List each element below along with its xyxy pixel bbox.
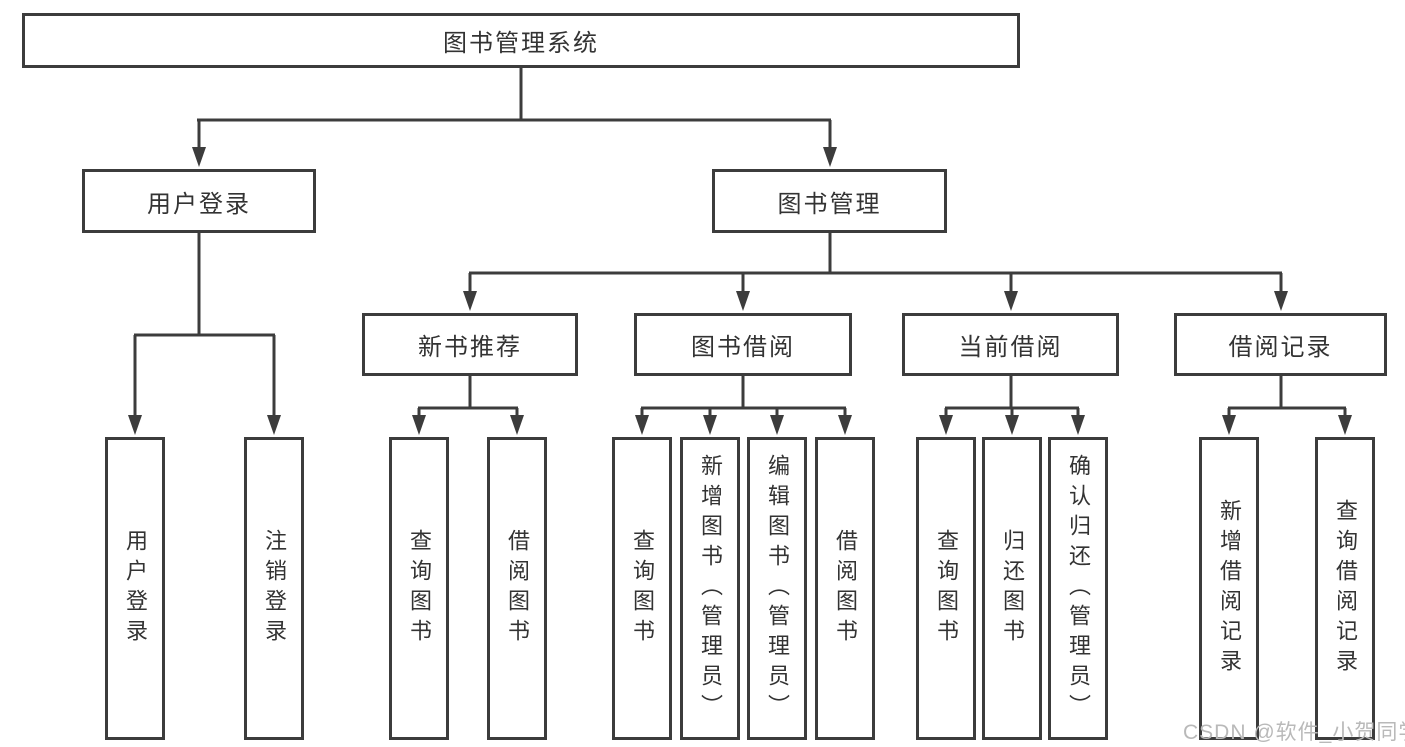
leaf-logout: 注销登录	[244, 437, 304, 740]
node-book-management: 图书管理	[712, 169, 947, 233]
connector-book-borrow-children	[635, 376, 852, 435]
node-label: 图书借阅	[691, 334, 795, 361]
leaf-recommend-query-book: 查询图书	[389, 437, 449, 740]
node-book-borrow: 图书借阅	[634, 313, 852, 376]
leaf-add-borrow-record: 新增借阅记录	[1199, 437, 1259, 740]
node-label: 确认归还（管理员）	[1066, 453, 1091, 724]
node-label: 查询图书	[407, 528, 432, 649]
connector-new-book-rec-children	[412, 376, 524, 435]
connector-current-borrow-children	[939, 376, 1085, 435]
leaf-edit-book-admin: 编辑图书（管理员）	[747, 437, 807, 740]
node-new-book-recommend: 新书推荐	[362, 313, 578, 376]
connector-book-mgmt-children	[463, 233, 1288, 311]
leaf-return-book: 归还图书	[982, 437, 1042, 740]
leaf-query-borrow-record: 查询借阅记录	[1315, 437, 1375, 740]
leaf-user-login: 用户登录	[105, 437, 165, 740]
node-label: 图书管理	[777, 190, 882, 218]
node-label: 新增图书（管理员）	[698, 453, 723, 724]
leaf-recommend-borrow-book: 借阅图书	[487, 437, 547, 740]
watermark: CSDN @软件_小贺同学	[1183, 721, 1405, 744]
node-label: 用户登录	[123, 528, 148, 649]
node-borrow-record: 借阅记录	[1174, 313, 1387, 376]
node-label: 借阅图书	[833, 528, 858, 649]
node-label: 借阅记录	[1228, 334, 1333, 361]
node-label: 图书管理系统	[443, 30, 599, 57]
node-label: 查询图书	[630, 528, 655, 649]
node-label: 用户登录	[147, 190, 251, 218]
leaf-current-query-book: 查询图书	[916, 437, 976, 740]
connector-borrow-record-children	[1222, 376, 1352, 435]
connector-root-children	[192, 66, 837, 167]
node-label: 借阅图书	[505, 528, 530, 649]
node-label: 归还图书	[1000, 528, 1025, 649]
leaf-add-book-admin: 新增图书（管理员）	[680, 437, 740, 740]
node-current-borrow: 当前借阅	[902, 313, 1119, 376]
leaf-confirm-return-admin: 确认归还（管理员）	[1048, 437, 1108, 740]
connector-user-login-children	[128, 233, 281, 435]
node-library-system: 图书管理系统	[22, 13, 1020, 68]
node-user-login: 用户登录	[82, 169, 316, 233]
leaf-borrow-query-book: 查询图书	[612, 437, 672, 740]
node-label: 查询借阅记录	[1333, 498, 1358, 679]
leaf-borrow-book: 借阅图书	[815, 437, 875, 740]
node-label: 注销登录	[262, 528, 287, 649]
node-label: 当前借阅	[958, 334, 1063, 361]
node-label: 编辑图书（管理员）	[765, 453, 790, 724]
node-label: 新书推荐	[418, 334, 522, 361]
node-label: 新增借阅记录	[1217, 498, 1242, 679]
node-label: 查询图书	[934, 528, 959, 649]
